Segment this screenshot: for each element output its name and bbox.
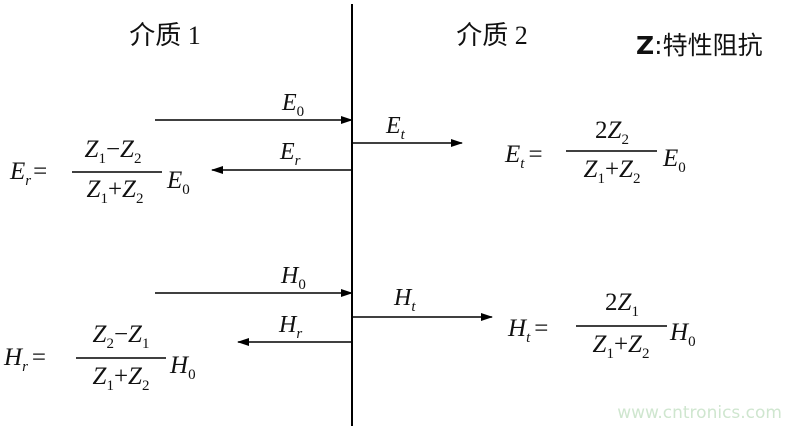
legend-separator: : bbox=[654, 31, 662, 60]
h-transmission-denominator: Z1+Z2 bbox=[593, 331, 650, 362]
h-transmission-factor: H0 bbox=[669, 319, 696, 350]
legend-text: 特性阻抗 bbox=[663, 31, 763, 60]
e-transmission-formula: Et= 2Z2 Z1+Z2 E0 bbox=[504, 117, 686, 187]
e-transmission-numerator: 2Z2 bbox=[595, 117, 629, 148]
e-reflection-factor: E0 bbox=[166, 167, 190, 198]
reflected-e-label: Er bbox=[279, 139, 301, 169]
h-reflection-denominator: Z1+Z2 bbox=[93, 363, 150, 394]
impedance-legend: Z:特性阻抗 bbox=[636, 31, 763, 60]
h-reflection-numerator: Z2−Z1 bbox=[93, 321, 150, 352]
e-reflection-denominator: Z1+Z2 bbox=[87, 176, 144, 207]
site-watermark: www.cntronics.com bbox=[617, 403, 782, 423]
h-transmission-lhs: Ht= bbox=[507, 315, 548, 346]
transmitted-h-label: Ht bbox=[393, 285, 416, 315]
e-transmission-lhs: Et= bbox=[504, 141, 543, 172]
h-reflection-factor: H0 bbox=[169, 352, 196, 383]
e-reflection-formula: Er= Z1−Z2 Z1+Z2 E0 bbox=[9, 136, 190, 207]
e-transmission-factor: E0 bbox=[662, 145, 686, 176]
e-reflection-numerator: Z1−Z2 bbox=[85, 136, 142, 167]
transmitted-e-label: Et bbox=[385, 113, 406, 143]
legend-symbol: Z bbox=[636, 31, 654, 60]
incident-e-label: E0 bbox=[281, 90, 304, 120]
h-transmission-formula: Ht= 2Z1 Z1+Z2 H0 bbox=[507, 289, 696, 362]
incident-h-label: H0 bbox=[280, 263, 306, 293]
e-transmission-denominator: Z1+Z2 bbox=[584, 156, 641, 187]
h-reflection-lhs: Hr= bbox=[3, 344, 46, 375]
medium-1-label: 介质 1 bbox=[129, 21, 201, 50]
e-reflection-lhs: Er= bbox=[9, 158, 47, 189]
h-reflection-formula: Hr= Z2−Z1 Z1+Z2 H0 bbox=[3, 321, 196, 394]
reflected-h-label: Hr bbox=[278, 312, 302, 342]
medium-2-label: 介质 2 bbox=[456, 21, 528, 50]
h-transmission-numerator: 2Z1 bbox=[605, 289, 639, 320]
